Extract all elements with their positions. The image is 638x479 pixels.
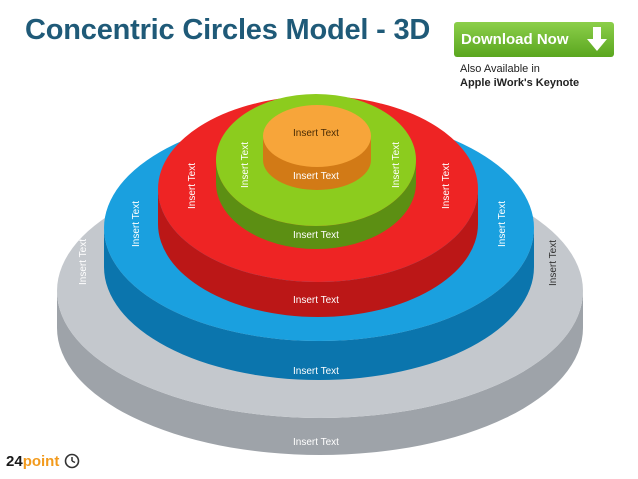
layer-blue-front-label: Insert Text: [293, 366, 339, 377]
layer-gray-side: [57, 291, 583, 455]
page-title: Concentric Circles Model - 3D: [25, 14, 431, 46]
layer-blue-left-label: Insert Text: [131, 201, 142, 247]
layer-blue-side: [104, 228, 534, 380]
layer-orange-front-label: Insert Text: [293, 171, 339, 182]
logo-word: point: [22, 453, 60, 470]
layer-orange: Insert Text Insert Text: [263, 105, 371, 190]
layer-gray-right-label: Insert Text: [548, 240, 559, 286]
layer-green-left-label: Insert Text: [240, 142, 251, 188]
download-arrow-icon: [585, 26, 609, 53]
availability-line: Also Available in: [460, 63, 540, 75]
layer-red-side: [158, 189, 478, 317]
brand-logo: 24point: [6, 453, 80, 473]
clock-icon: [64, 453, 79, 469]
layer-red-right-label: Insert Text: [441, 163, 452, 209]
layer-red-left-label: Insert Text: [187, 163, 198, 209]
download-now-button[interactable]: Download Now: [454, 22, 614, 57]
download-now-label: Download Now: [461, 31, 569, 48]
layer-gray-left-label: Insert Text: [78, 239, 89, 285]
availability-platform: Apple iWork's Keynote: [460, 77, 580, 89]
layer-green-front-label: Insert Text: [293, 230, 339, 241]
layer-red-front-label: Insert Text: [293, 295, 339, 306]
layer-gray-front-label: Insert Text: [293, 437, 339, 448]
logo-number: 24: [6, 453, 23, 470]
layer-orange-top: [263, 105, 371, 167]
layer-blue-right-label: Insert Text: [497, 201, 508, 247]
layer-orange-side: [263, 136, 371, 190]
layer-green-right-label: Insert Text: [391, 142, 402, 188]
layer-orange-top-label: Insert Text: [293, 128, 339, 139]
availability-note: Also Available in Apple iWork's Keynote: [460, 62, 579, 90]
layer-green-side: [216, 160, 416, 249]
